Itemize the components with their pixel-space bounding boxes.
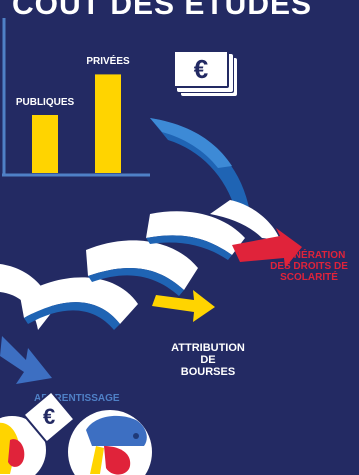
helmet-rivet	[133, 433, 139, 439]
red-arrow	[232, 228, 302, 268]
blue-swoosh-highlight	[150, 118, 232, 168]
bar-label-privees: PRIVÉES	[86, 56, 130, 68]
ribbon-2-shadow	[146, 235, 232, 260]
label-exoneration-line3: SCOLARITÉ	[280, 272, 338, 283]
ribbon-1	[210, 200, 280, 240]
label-bourses: ATTRIBUTION DE BOURSES	[160, 342, 256, 378]
ribbon-3	[86, 240, 198, 290]
ribbon-4	[20, 277, 138, 324]
ribbon-3-shadow	[88, 267, 184, 296]
euro-symbol: €	[193, 54, 209, 84]
bar-publiques	[32, 115, 58, 173]
label-bourses-line3: BOURSES	[180, 366, 236, 378]
character-right-face	[104, 446, 131, 475]
ribbon-4-shadow	[24, 302, 120, 330]
label-bourses-line1: ATTRIBUTION	[171, 342, 245, 354]
label-exoneration: EXONÉRATION DES DROITS DE SCOLARITÉ	[258, 250, 359, 283]
ribbon-2	[146, 211, 245, 255]
label-apprentissage: APPRENTISSAGE	[34, 393, 120, 404]
character-left-face	[8, 439, 25, 467]
yellow-arrow	[152, 290, 215, 322]
bar-label-publiques: PUBLIQUES	[15, 97, 75, 108]
blue-arrow	[0, 336, 52, 384]
character-right-hair	[90, 446, 104, 474]
euro-tag-symbol: €	[42, 404, 56, 429]
blue-swoosh	[150, 118, 250, 212]
euro-banknote-icon: €	[173, 50, 229, 88]
character-left-hair	[0, 422, 18, 474]
page-title: COÛT DES ÉTUDES	[12, 0, 313, 21]
bar-privees	[95, 74, 121, 173]
label-exoneration-line1: EXONÉRATION	[272, 250, 346, 261]
label-exoneration-line2: DES DROITS DE	[270, 261, 348, 272]
label-bourses-line2: DE	[200, 354, 216, 366]
character-right-helmet	[86, 415, 147, 446]
